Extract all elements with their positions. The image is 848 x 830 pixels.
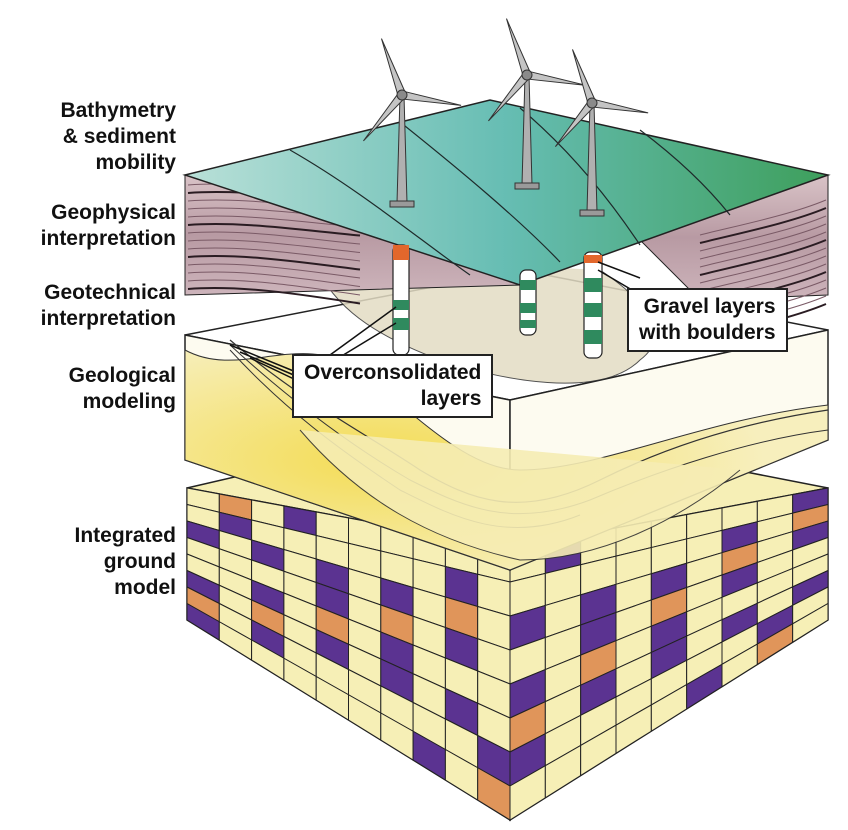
boreholes — [392, 244, 603, 359]
contour-line-3 — [519, 107, 641, 246]
seismic-reflector — [187, 263, 361, 279]
contour-line-1 — [289, 149, 471, 276]
seismic-reflector — [699, 215, 827, 252]
label-geotechnical: Geotechnical interpretation — [40, 281, 176, 330]
seismic-reflector — [699, 207, 827, 244]
callout-gravel-layers: Gravel layers with boulders — [627, 288, 788, 352]
seismic-reflector — [187, 247, 361, 262]
seismic-reflector — [187, 231, 361, 245]
wind-turbine-icon — [488, 18, 587, 190]
borehole-icon — [392, 244, 410, 356]
callout-overconsolidated: Overconsolidated layers — [292, 354, 494, 418]
wind-turbines — [363, 18, 649, 217]
seismic-reflector — [699, 223, 827, 260]
seismic-reflector — [187, 271, 361, 287]
seismic-reflector — [699, 239, 827, 276]
seismic-reflector — [699, 247, 827, 284]
seismic-reflector — [187, 287, 361, 305]
wind-turbine-icon — [554, 49, 649, 217]
wind-turbine-icon — [363, 38, 462, 208]
borehole-icon — [519, 269, 537, 336]
seismic-reflector — [187, 239, 361, 253]
seismic-panels — [184, 174, 829, 340]
leader-lines — [229, 261, 641, 381]
seismic-reflector — [187, 255, 361, 271]
seismic-reflector — [187, 223, 361, 237]
borehole-icon — [583, 251, 603, 359]
contour-line-2 — [399, 121, 561, 263]
lower-sheet — [299, 429, 741, 561]
label-geological: Geological modeling — [68, 364, 176, 413]
label-bathymetry: Bathymetry & sediment mobility — [60, 99, 176, 174]
label-geophysical: Geophysical interpretation — [40, 201, 176, 250]
grid-cell — [792, 602, 829, 644]
label-integrated: Integrated ground model — [74, 524, 176, 599]
seismic-reflector — [699, 255, 827, 292]
seismic-reflector — [699, 231, 827, 268]
contour-line-4 — [639, 129, 731, 216]
seismic-reflector — [699, 199, 827, 236]
seismic-reflector — [187, 279, 361, 296]
